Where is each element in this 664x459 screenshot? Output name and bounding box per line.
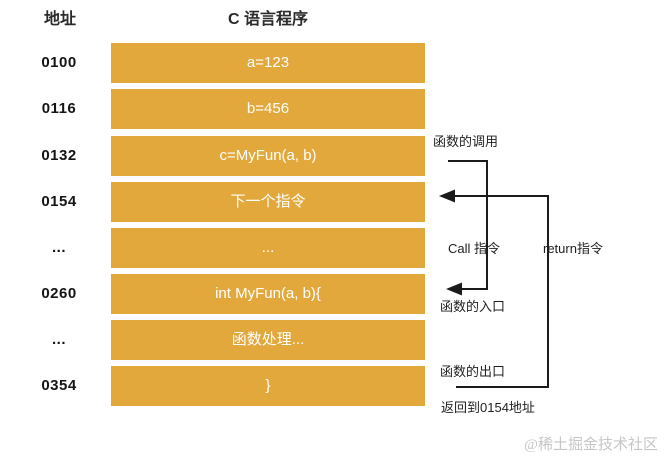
address-label: 0260 xyxy=(41,285,77,302)
memory-row-0154: 0154 下一个指令 xyxy=(0,182,664,222)
memory-row-0116: 0116 b=456 xyxy=(0,89,664,129)
address-label: ... xyxy=(51,239,66,256)
call-instruction-label: Call 指令 xyxy=(448,241,501,256)
memory-row-0100: 0100 a=123 xyxy=(0,43,664,83)
memory-row-0260: 0260 int MyFun(a, b){ xyxy=(0,274,664,314)
program-column-header: C 语言程序 xyxy=(227,11,308,28)
return-address-note: 返回到0154地址 xyxy=(441,400,535,415)
code-bar: 函数处理... xyxy=(111,320,425,360)
community-watermark: @稀土掘金技术社区 xyxy=(524,437,658,453)
address-label: 0100 xyxy=(41,54,77,71)
code-bar: int MyFun(a, b){ xyxy=(111,274,425,314)
call-flow-line xyxy=(448,160,488,290)
address-label: 0354 xyxy=(41,377,77,394)
code-bar: b=456 xyxy=(111,89,425,129)
code-bar: } xyxy=(111,366,425,406)
address-column-header: 地址 xyxy=(43,11,76,28)
code-bar: c=MyFun(a, b) xyxy=(111,136,425,176)
code-bar: 下一个指令 xyxy=(111,182,425,222)
function-entry-label: 函数的入口 xyxy=(440,299,506,314)
memory-row-0132: 0132 c=MyFun(a, b) xyxy=(0,136,664,176)
function-exit-label: 函数的出口 xyxy=(440,364,506,379)
memory-row-ellipsis-1: ... ... xyxy=(0,228,664,268)
code-bar: ... xyxy=(111,228,425,268)
code-bar: a=123 xyxy=(111,43,425,83)
address-label: 0154 xyxy=(41,193,77,210)
return-instruction-label: return指令 xyxy=(543,241,603,256)
address-label: ... xyxy=(51,331,66,348)
address-label: 0132 xyxy=(41,147,77,164)
function-call-label: 函数的调用 xyxy=(433,134,499,149)
address-label: 0116 xyxy=(41,100,77,117)
memory-row-0354: 0354 } xyxy=(0,366,664,406)
memory-row-ellipsis-2: ... 函数处理... xyxy=(0,320,664,360)
